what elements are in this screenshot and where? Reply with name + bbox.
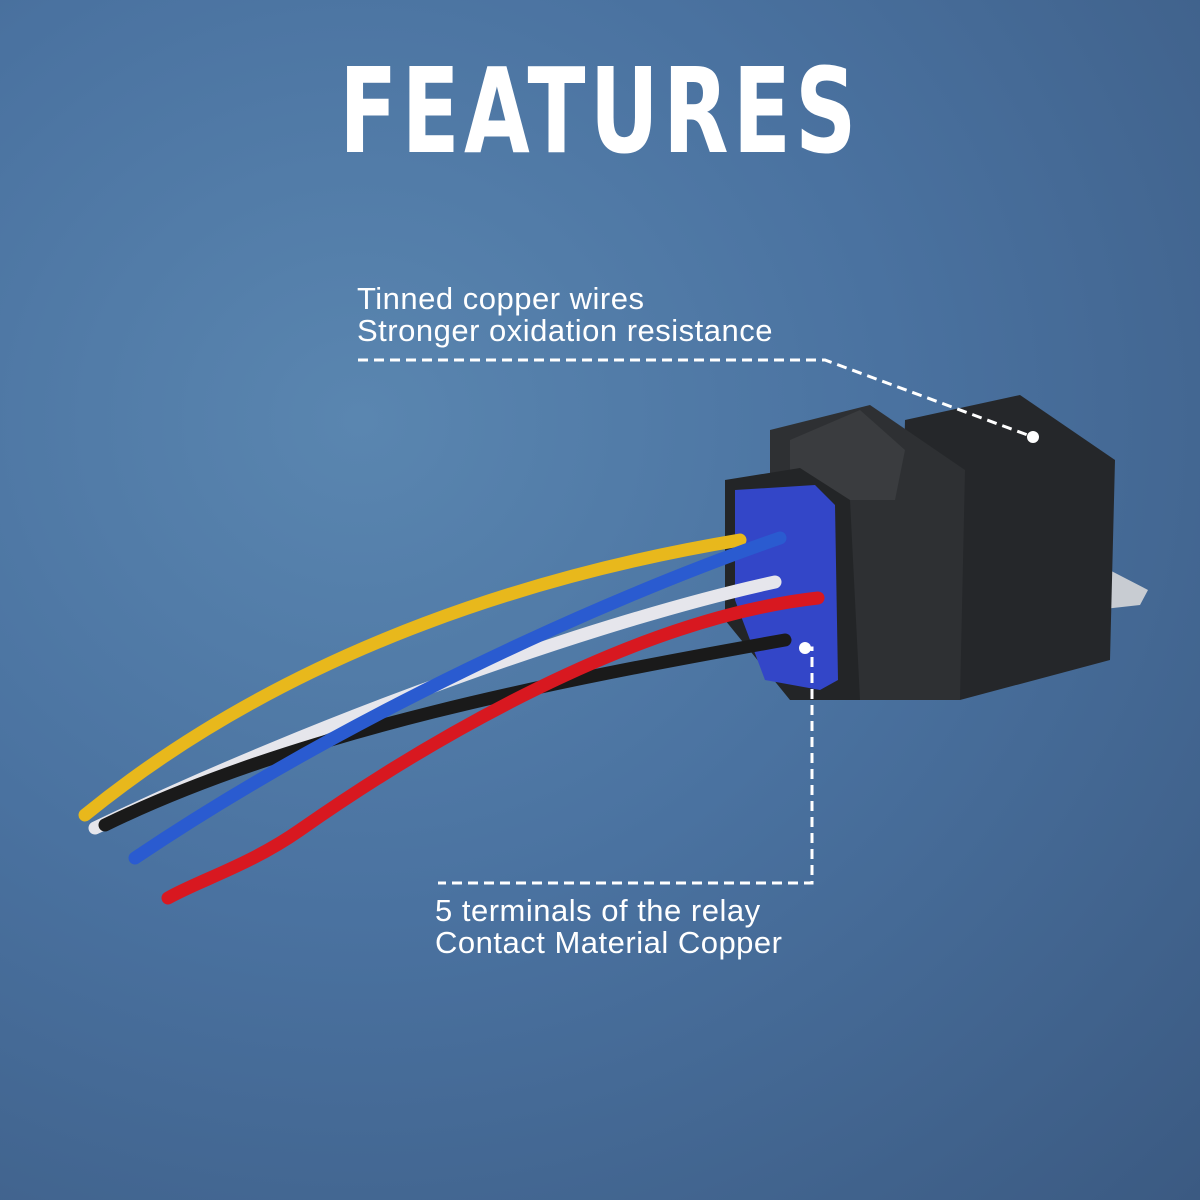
callout-terminals: 5 terminals of the relay Contact Materia…	[435, 895, 783, 959]
callout-leader-1	[358, 358, 1034, 439]
callout-leader-2	[438, 646, 814, 885]
blue-wire	[128, 531, 787, 865]
callout-line: 5 terminals of the relay	[435, 893, 761, 928]
yellow-wire	[78, 533, 747, 822]
callout-dot-1	[1027, 431, 1039, 443]
callout-dot-2	[799, 642, 811, 654]
page-title: FEATURES	[339, 42, 861, 180]
callout-line: Contact Material Copper	[435, 925, 783, 960]
callout-line: Tinned copper wires	[357, 281, 645, 316]
red-wire	[161, 591, 825, 905]
relay-latch	[790, 410, 905, 500]
callout-line: Stronger oxidation resistance	[357, 313, 774, 348]
black-wire	[98, 633, 792, 832]
callout-wires: Tinned copper wires Stronger oxidation r…	[357, 283, 773, 347]
